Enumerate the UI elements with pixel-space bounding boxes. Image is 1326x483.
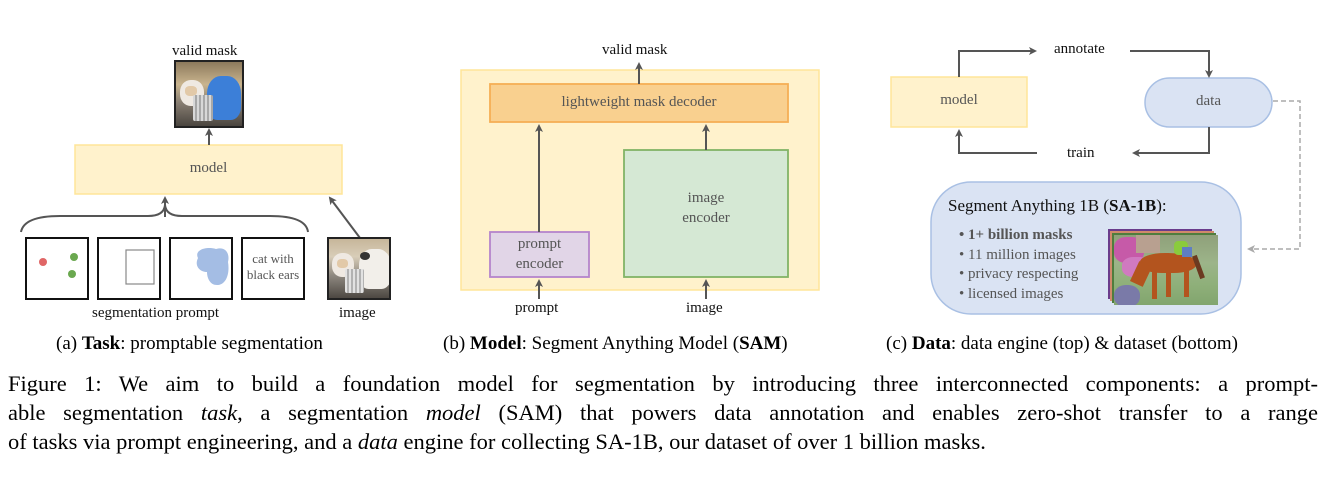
caption-text: of tasks via prompt engineering, and a: [8, 429, 358, 454]
caption-text: Figure 1: We aim to build a foundation m…: [8, 371, 1318, 396]
prompt-encoder-box: [489, 231, 590, 278]
annotate-label: annotate: [1054, 41, 1105, 57]
caption-text: , a segmentation: [237, 400, 426, 425]
curly-brace: [20, 204, 309, 233]
dataset-bullet: 11 million images: [959, 246, 1078, 266]
panel-b-output-label: valid mask: [602, 42, 668, 58]
background-point: [39, 258, 47, 266]
dataset-bullets: 1+ billion masks 11 million images priva…: [959, 226, 1078, 304]
figure-caption: Figure 1: We aim to build a foundation m…: [8, 369, 1318, 456]
arrow-image-to-model: [328, 196, 361, 239]
panel-a-caption: (a) Task: promptable segmentation: [56, 333, 323, 354]
caption-line-1: Figure 1: We aim to build a foundation m…: [8, 369, 1318, 398]
panel-a-model-box: [74, 144, 343, 195]
box-prompt-shape: [125, 249, 155, 285]
dataset-bullet: licensed images: [959, 285, 1078, 305]
arrow-train-to-model: [955, 129, 1037, 154]
foreground-point: [68, 270, 76, 278]
prompt-box-box: [97, 237, 161, 300]
train-label: train: [1067, 145, 1095, 161]
panel-a-image-label: image: [339, 305, 376, 321]
image-encoder-box: [623, 149, 789, 278]
dataset-title: Segment Anything 1B (SA-1B):: [948, 196, 1167, 215]
engine-data-label: data: [1196, 93, 1221, 109]
arrow-model-to-annotate: [958, 47, 1037, 77]
dashed-data-to-dataset: [1247, 100, 1301, 253]
caption-emphasis: task: [200, 400, 238, 425]
mask-prompt-shape: [196, 248, 229, 285]
panel-c-caption: (c) Data: data engine (top) & dataset (b…: [886, 333, 1238, 354]
caption-text: (SAM) that powers data annotation and en…: [480, 400, 1319, 425]
arrow-data-to-train: [1132, 127, 1210, 157]
arrow-annotate-to-data: [1130, 50, 1213, 78]
mask-decoder-label: lightweight mask decoder: [561, 94, 717, 110]
prompt-encoder-label-1: prompt: [517, 236, 562, 252]
horse-mask-image: [1114, 235, 1218, 305]
prompt-text-box: cat with black ears: [241, 237, 305, 300]
caption-emphasis: model: [425, 400, 481, 425]
dataset-bullet: privacy respecting: [959, 265, 1078, 285]
dataset-image-stack: [1108, 229, 1218, 305]
caption-line-3: of tasks via prompt engineering, and a d…: [8, 427, 1318, 456]
foreground-point: [70, 253, 78, 261]
prompt-input-label: prompt: [515, 300, 559, 316]
dataset-bullet: 1+ billion masks: [959, 226, 1078, 246]
panel-b-caption: (b) Model: Segment Anything Model (SAM): [443, 333, 788, 354]
engine-model-label: model: [940, 92, 978, 108]
caption-text: engine for collecting SA-1B, our dataset…: [397, 429, 986, 454]
segmentation-prompt-label: segmentation prompt: [92, 305, 220, 321]
text-prompt-line-1: cat with: [252, 251, 294, 266]
image-input-label: image: [686, 300, 723, 316]
caption-emphasis: data: [357, 429, 398, 454]
text-prompt-line-2: black ears: [246, 267, 300, 282]
prompt-points-box: [25, 237, 89, 300]
prompt-mask-box: [169, 237, 233, 300]
caption-text: able segmentation: [8, 400, 201, 425]
prompt-encoder-label-2: encoder: [515, 256, 564, 272]
valid-mask-image: [174, 60, 244, 128]
caption-line-2: able segmentation task, a segmentation m…: [8, 398, 1318, 427]
panel-a-model-label: model: [189, 160, 228, 176]
input-image: [327, 237, 391, 300]
panel-a-output-label: valid mask: [172, 43, 238, 59]
mask-decoder-box: [489, 83, 789, 123]
image-encoder-label-2: encoder: [682, 210, 730, 226]
image-encoder-label-1: image: [687, 190, 725, 206]
